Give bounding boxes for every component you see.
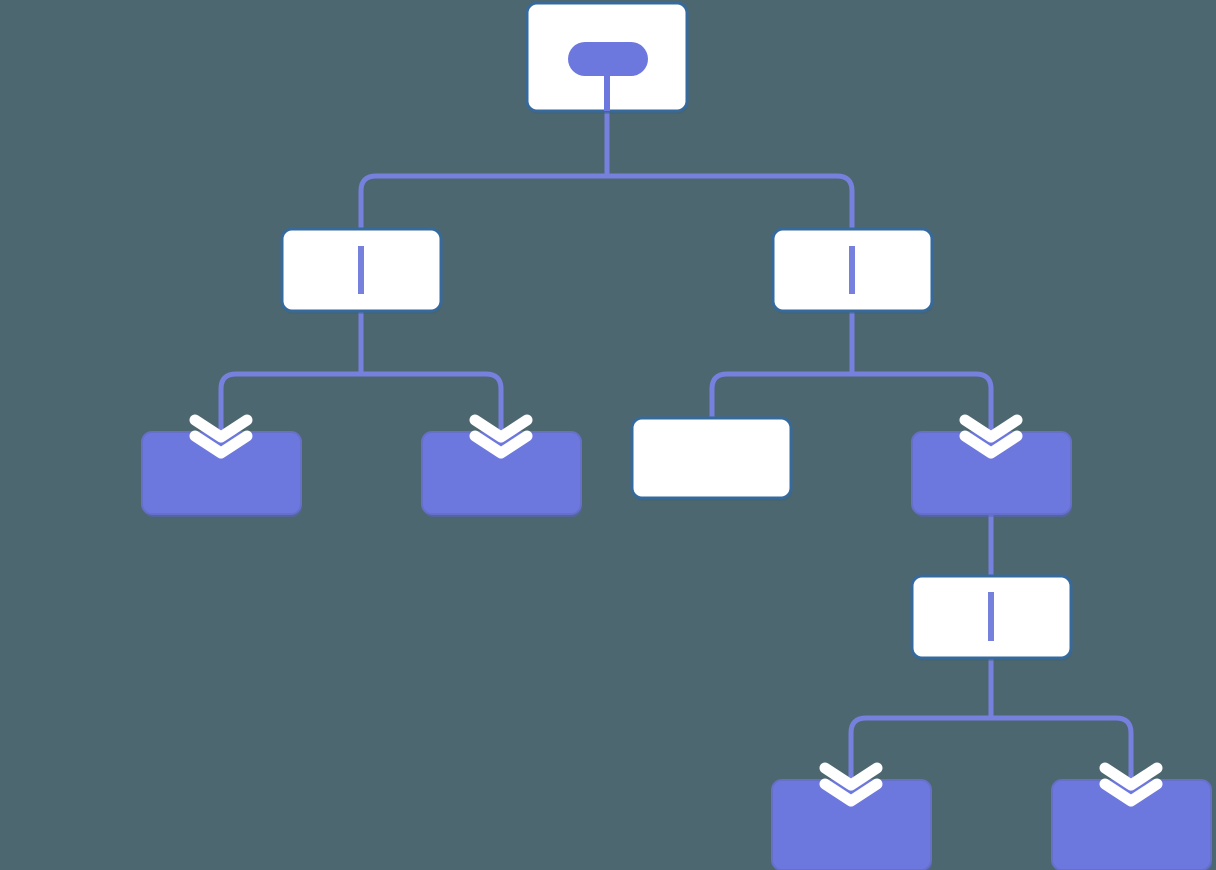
level5-leaf-node-right-arrow-down-icon-chevron-2 — [1099, 778, 1163, 807]
level5-leaf-node-left-arrow-down-icon-chevron-2 — [819, 778, 883, 807]
level3-leaf-node-a-box[interactable] — [141, 431, 302, 515]
level5-leaf-node-right-box[interactable] — [1051, 779, 1212, 870]
level3-leaf-node-b-box[interactable] — [421, 431, 582, 515]
edge-level4-to-leaf-right — [988, 658, 1134, 780]
level5-leaf-node-right-arrow-down-icon-chevron-1 — [1099, 762, 1163, 791]
edge-level2-right-to-node-d — [849, 311, 994, 432]
level3-leaf-node-a-arrow-down-icon-chevron-1 — [189, 414, 253, 443]
level3-branch-node-d-arrow-down-icon-chevron-2 — [959, 430, 1023, 459]
edge-level2-left-to-leaf-b — [358, 311, 504, 432]
edges-layer — [218, 111, 1134, 780]
edge-root-to-level2-right — [604, 111, 855, 229]
level3-leaf-node-a[interactable] — [141, 431, 302, 517]
level5-leaf-node-right-arrow-down-icon — [1099, 762, 1163, 807]
root-node-pill-shape — [568, 42, 648, 76]
level3-leaf-node-a-arrow-down-icon — [189, 414, 253, 459]
level2-right-node[interactable] — [771, 227, 934, 314]
edge-level2-right-to-node-c — [709, 311, 855, 418]
edge-level2-left-to-leaf-a — [218, 311, 364, 432]
root-node[interactable] — [525, 1, 689, 114]
edge-level4-to-leaf-left — [848, 658, 994, 780]
markers-layer — [189, 414, 1163, 807]
level2-left-node[interactable] — [280, 227, 443, 314]
level5-leaf-node-left[interactable] — [771, 779, 932, 870]
level5-leaf-node-left-arrow-down-icon — [819, 762, 883, 807]
edge-root-to-level2-left — [358, 111, 610, 229]
level3-white-node-c-box[interactable] — [630, 416, 793, 500]
level5-leaf-node-left-box[interactable] — [771, 779, 932, 870]
level3-leaf-node-b-arrow-down-icon-chevron-1 — [469, 414, 533, 443]
nodes-layer — [141, 1, 1212, 870]
level3-leaf-node-b-arrow-down-icon — [469, 414, 533, 459]
level5-leaf-node-left-arrow-down-icon-chevron-1 — [819, 762, 883, 791]
level3-branch-node-d-arrow-down-icon-chevron-1 — [959, 414, 1023, 443]
level5-leaf-node-right[interactable] — [1051, 779, 1212, 870]
level3-branch-node-d-box[interactable] — [911, 431, 1072, 515]
level3-leaf-node-b[interactable] — [421, 431, 582, 517]
level4-white-node[interactable] — [910, 574, 1073, 661]
level3-leaf-node-a-arrow-down-icon-chevron-2 — [189, 430, 253, 459]
level3-leaf-node-b-arrow-down-icon-chevron-2 — [469, 430, 533, 459]
level3-branch-node-d-arrow-down-icon — [959, 414, 1023, 459]
level3-white-node-c[interactable] — [630, 416, 793, 501]
level3-branch-node-d[interactable] — [911, 431, 1072, 517]
